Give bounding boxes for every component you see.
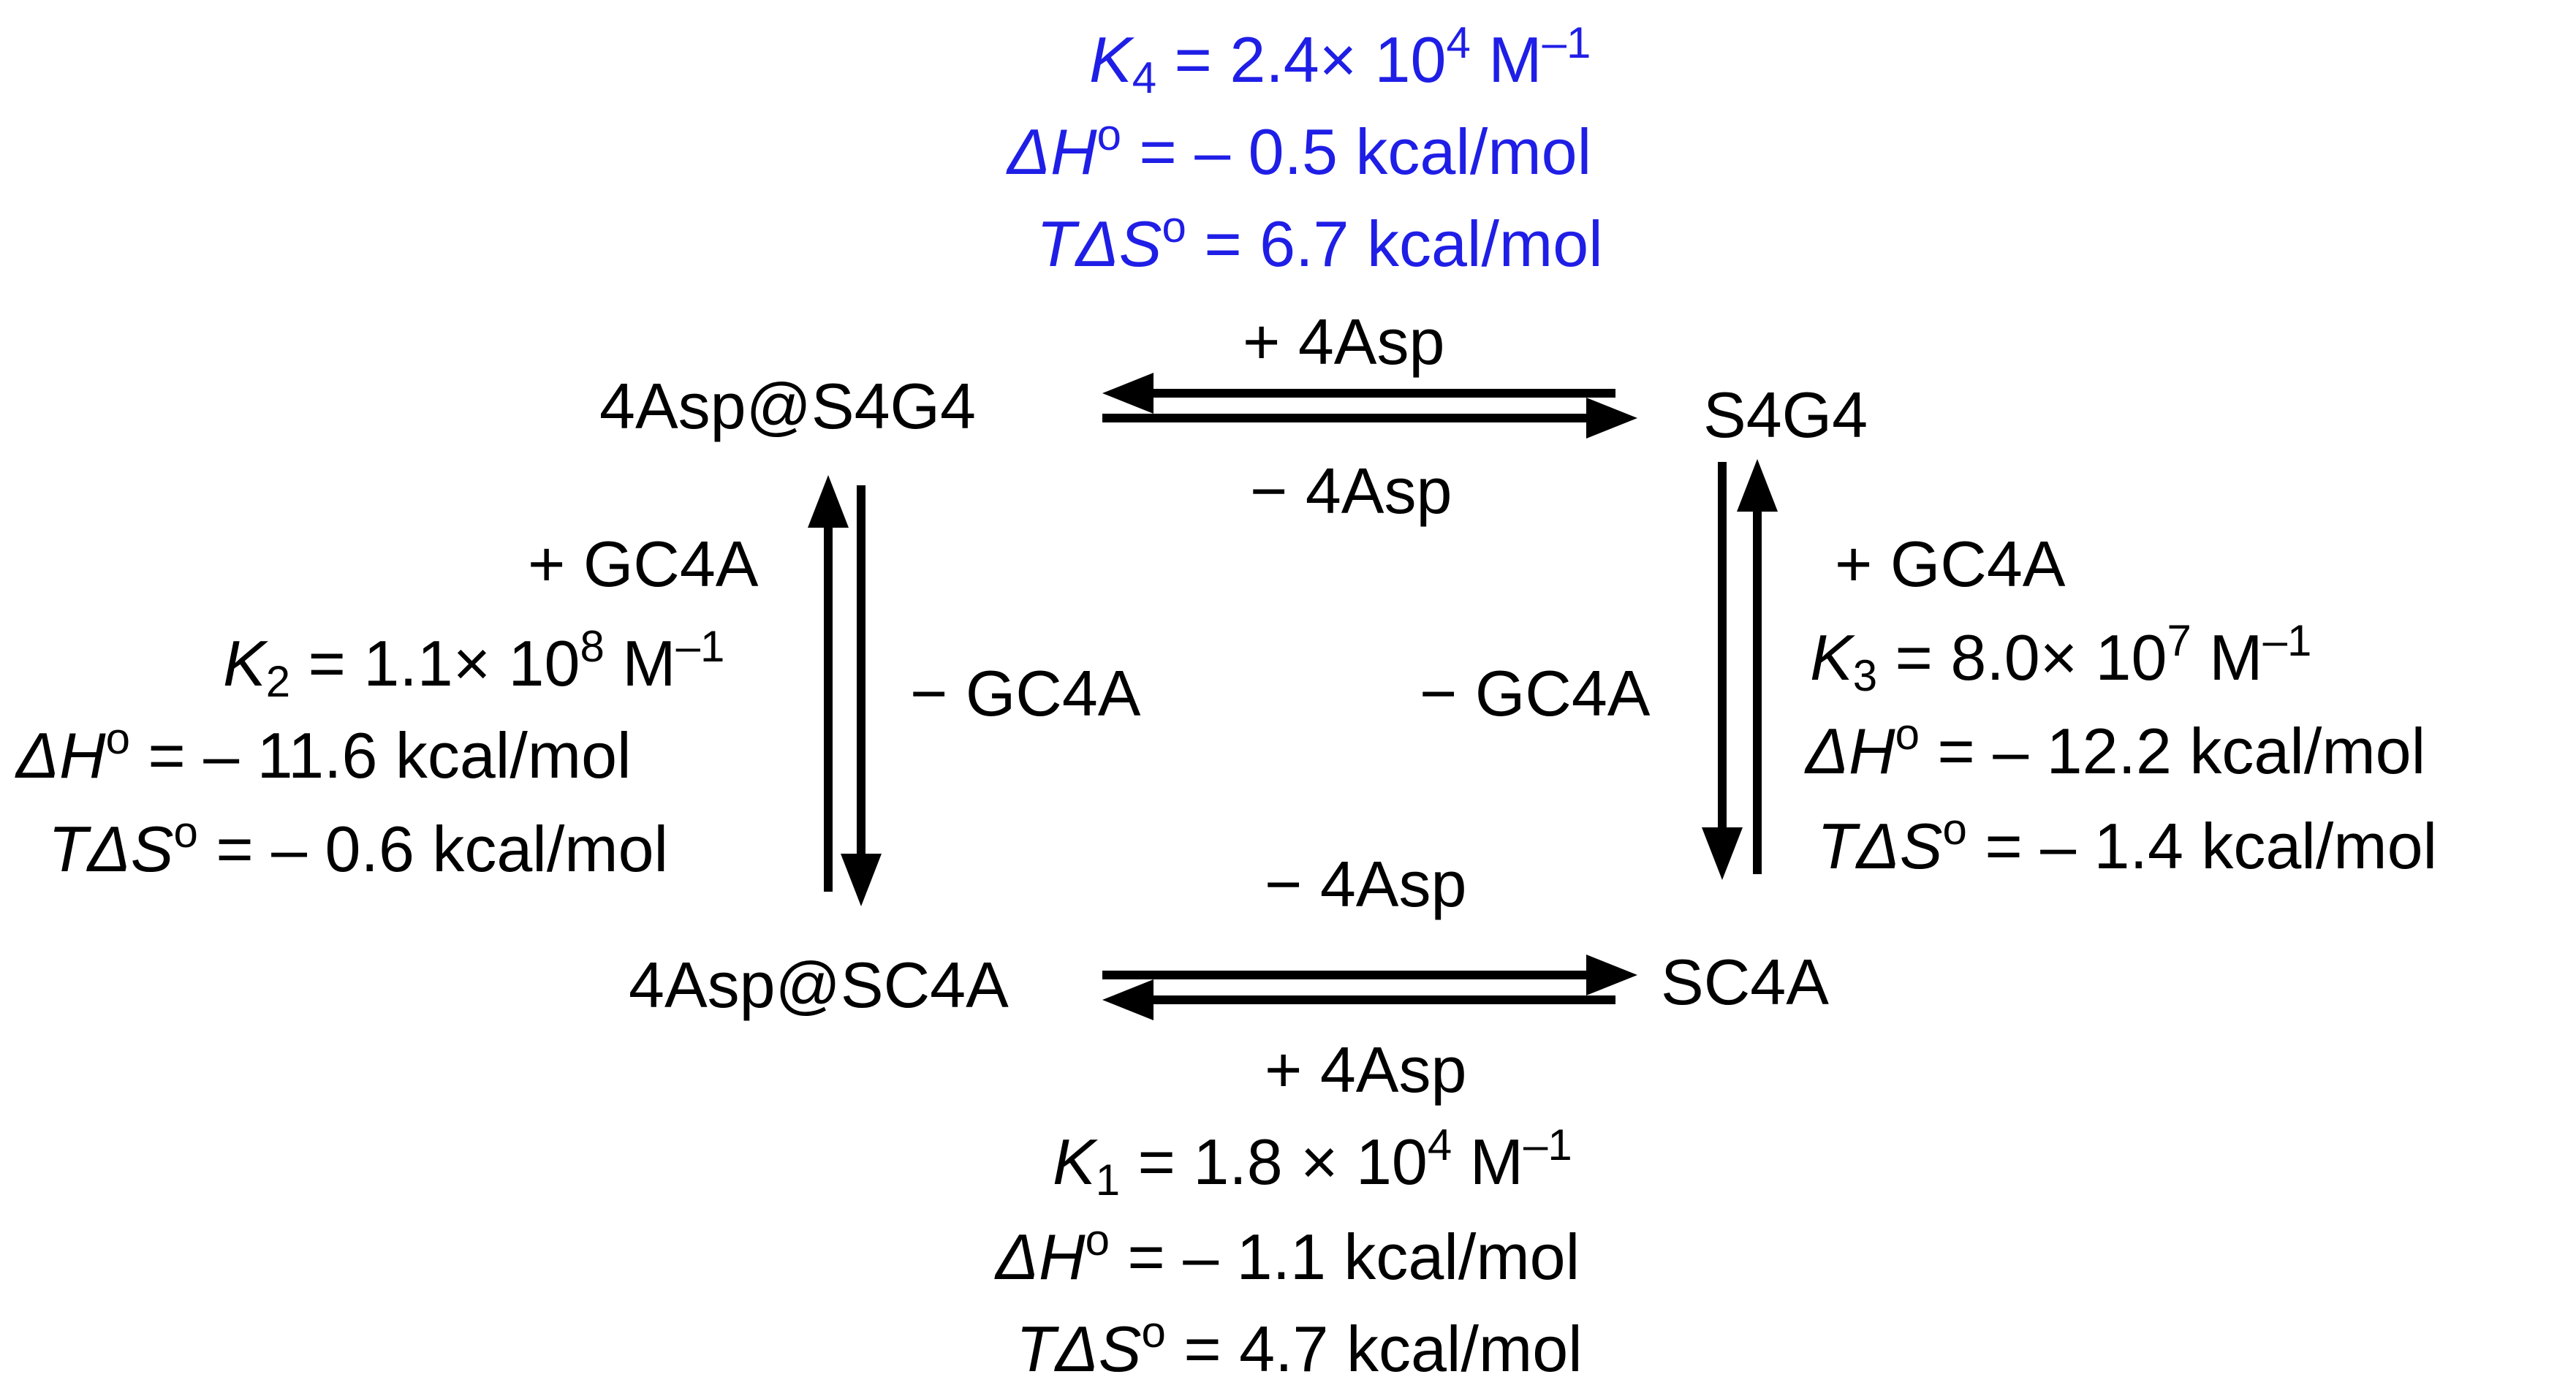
- k1-entropy: TΔSo = 4.7 kcal/mol: [1016, 1308, 1583, 1385]
- k2-equilibrium-constant: K2 = 1.1× 108 M–1: [223, 622, 725, 706]
- top-forward-label: + 4Asp: [1243, 306, 1445, 378]
- left-up-arrow: [808, 475, 849, 892]
- right-up-arrow: [1737, 459, 1778, 874]
- top-right-arrow: [1102, 398, 1637, 439]
- right-down-arrow: [1702, 462, 1743, 880]
- species-4asp-s4g4: 4Asp@S4G4: [599, 370, 976, 442]
- k4-equilibrium-constant: K4 = 2.4× 104 M–1: [1089, 18, 1591, 102]
- k3-entropy: TΔSo = – 1.4 kcal/mol: [1817, 805, 2438, 882]
- bottom-left-arrow: [1102, 979, 1615, 1020]
- k4-enthalpy: ΔHo = – 0.5 kcal/mol: [1007, 110, 1592, 188]
- k4-entropy: TΔSo = 6.7 kcal/mol: [1037, 202, 1603, 280]
- top-reverse-label: − 4Asp: [1250, 455, 1452, 527]
- bottom-reverse-label: − 4Asp: [1265, 848, 1467, 920]
- k1-equilibrium-constant: K1 = 1.8 × 104 M–1: [1053, 1120, 1572, 1205]
- bottom-right-arrow: [1102, 955, 1637, 995]
- left-down-arrow: [841, 485, 882, 906]
- bottom-forward-label: + 4Asp: [1265, 1033, 1467, 1106]
- top-left-arrow: [1102, 373, 1615, 414]
- species-s4g4: S4G4: [1703, 379, 1868, 451]
- right-down-label: − GC4A: [1420, 657, 1651, 729]
- right-up-label: + GC4A: [1835, 528, 2066, 600]
- k3-enthalpy: ΔHo = – 12.2 kcal/mol: [1806, 710, 2426, 787]
- k2-entropy: TΔSo = – 0.6 kcal/mol: [48, 808, 669, 885]
- k2-enthalpy: ΔHo = – 11.6 kcal/mol: [16, 714, 632, 792]
- k3-equilibrium-constant: K3 = 8.0× 107 M–1: [1810, 616, 2312, 700]
- left-down-label: − GC4A: [910, 657, 1141, 729]
- species-4asp-sc4a: 4Asp@SC4A: [629, 949, 1009, 1021]
- species-sc4a: SC4A: [1661, 946, 1829, 1018]
- k1-enthalpy: ΔHo = – 1.1 kcal/mol: [996, 1215, 1580, 1293]
- left-up-label: + GC4A: [528, 528, 759, 600]
